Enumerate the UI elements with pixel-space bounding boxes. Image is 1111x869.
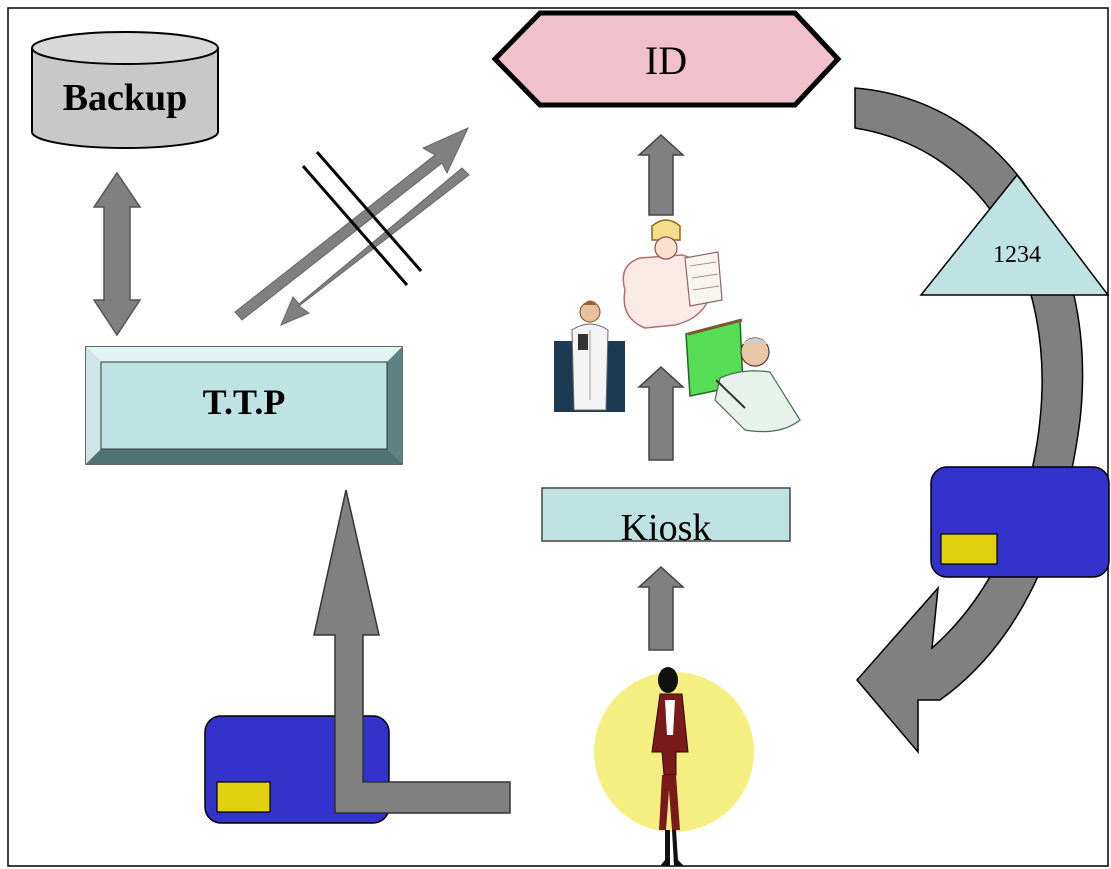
ttp-label: T.T.P (203, 382, 286, 422)
cylinder-top (31, 31, 219, 65)
backup-ttp-double-arrow (92, 171, 142, 337)
ttp-bevel-left (86, 347, 101, 464)
kiosk-label: Kiosk (621, 507, 712, 549)
cylinder-icon (31, 48, 219, 149)
chip-icon (940, 533, 998, 565)
arrow-up-to-kiosk (637, 565, 685, 651)
teacher-icon (685, 318, 801, 433)
cross-line-1 (301, 165, 409, 286)
ttp-bevel-right (387, 347, 402, 464)
doctor-icon (554, 300, 625, 412)
pin-label: 1234 (993, 242, 1041, 268)
ttp-bevel-bottom (86, 449, 402, 464)
chip-icon (216, 781, 271, 813)
ttp-bevel-top (86, 347, 402, 362)
woman-icon (651, 667, 689, 866)
arrow-card-to-ttp (313, 489, 511, 814)
backup-label: Backup (63, 77, 188, 119)
pin-shape (919, 173, 1110, 296)
backup-database: Backup (31, 31, 219, 149)
id-shape (491, 10, 842, 108)
arrow-up-to-id (637, 133, 685, 216)
frame-border (7, 7, 1109, 867)
patient-group (594, 667, 754, 866)
id-label: ID (645, 38, 687, 83)
cross-line-2 (315, 151, 423, 272)
curved-return-arrow (854, 87, 1084, 755)
ttp-box: T.T.P (85, 346, 403, 465)
ttp-face (100, 361, 388, 450)
ttp-id-exchange-arrows (234, 127, 470, 326)
engineer-icon (622, 219, 723, 329)
pin-triangle: 1234 (919, 173, 1110, 296)
smart-card-right (930, 466, 1110, 578)
id-hexagon: ID (491, 10, 842, 108)
kiosk-shape (541, 487, 791, 542)
arrow-up-to-professionals (637, 365, 685, 461)
arrow-ttp-to-id (234, 127, 470, 321)
kiosk-box: Kiosk (541, 487, 791, 549)
